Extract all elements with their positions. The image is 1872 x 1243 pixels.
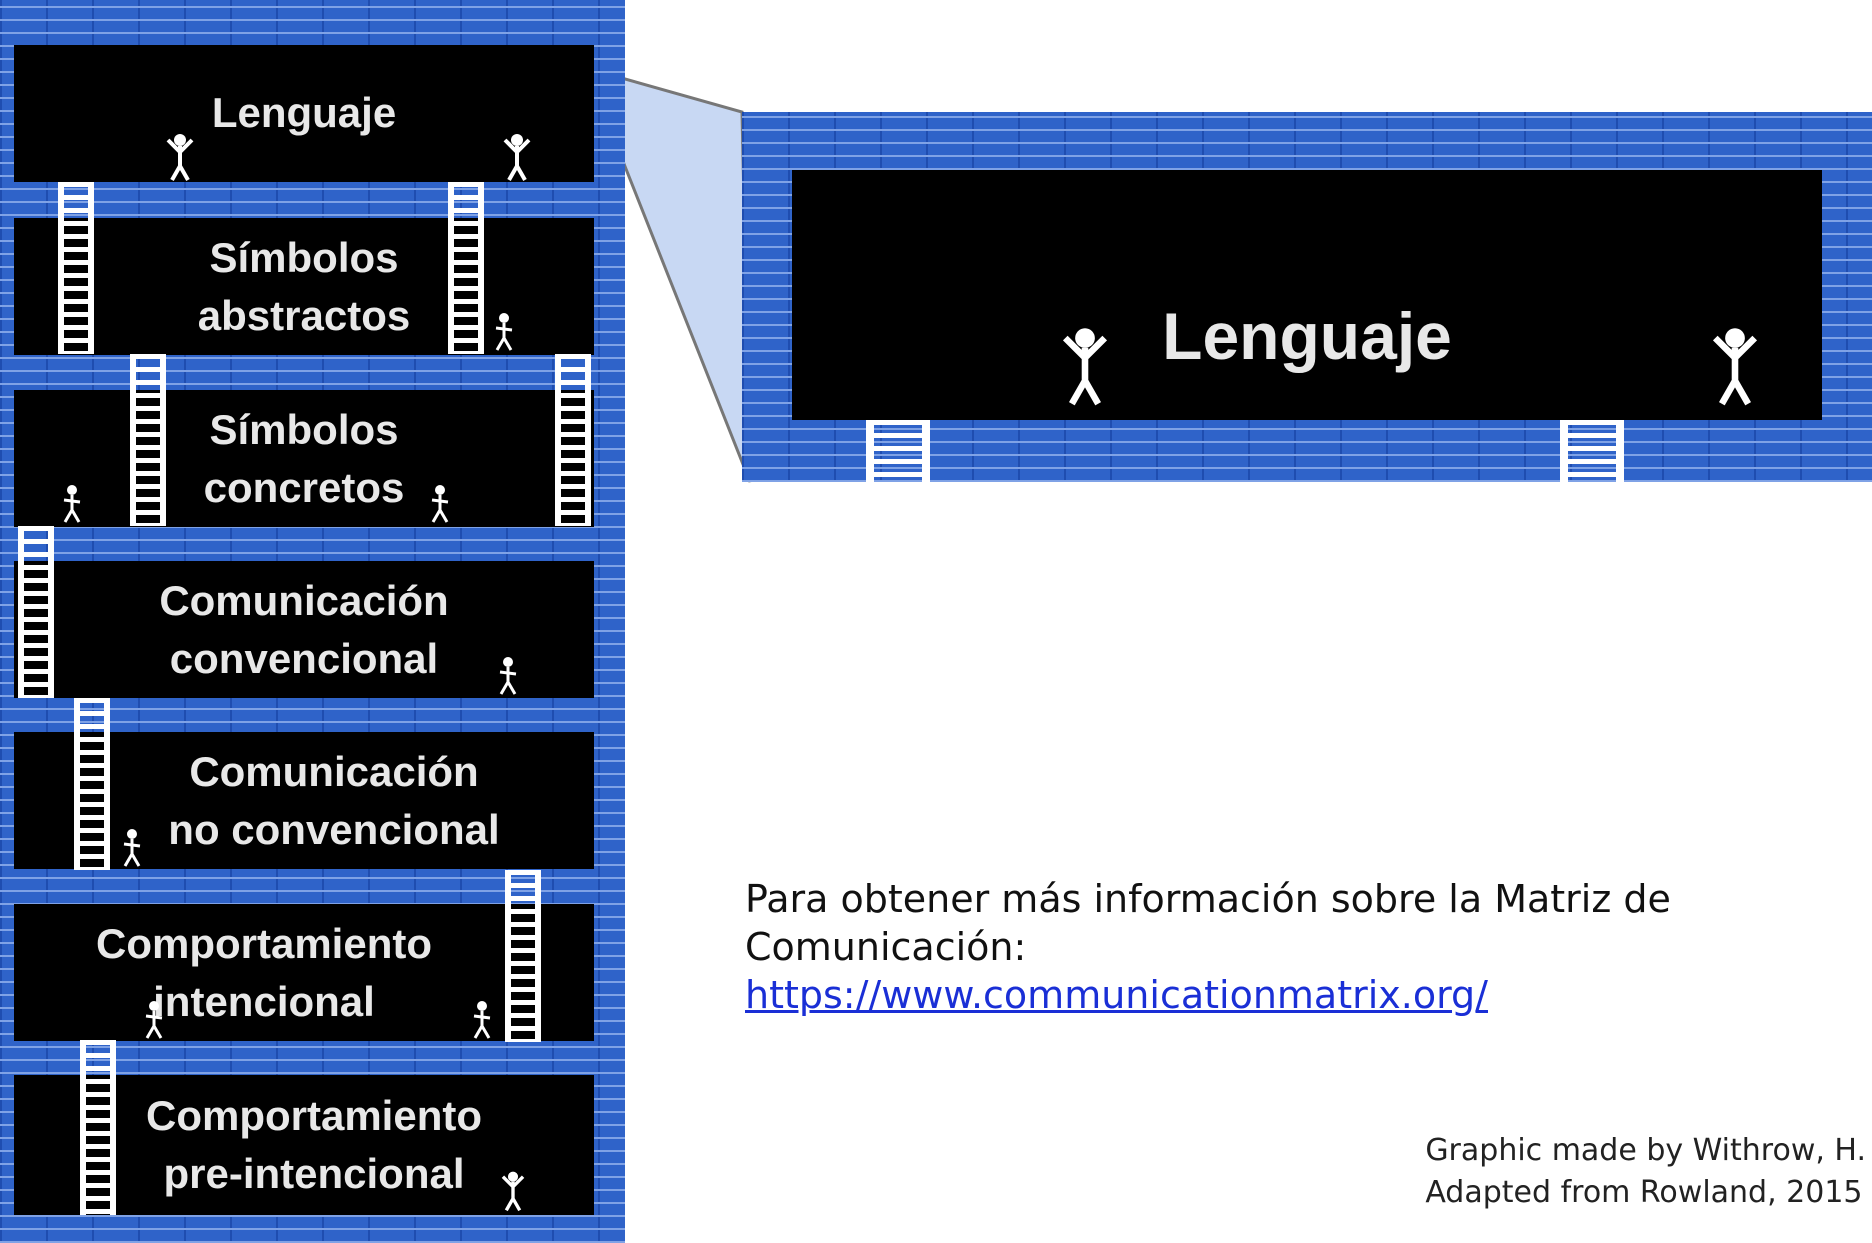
info-block: Para obtener más información sobre la Ma… bbox=[745, 875, 1845, 1019]
walking-figure-icon bbox=[496, 656, 520, 696]
ladder bbox=[555, 354, 591, 526]
stick-figure-icon bbox=[1062, 320, 1108, 412]
level-label: Símbolos abstractos bbox=[197, 233, 411, 339]
walking-figure-icon bbox=[492, 312, 516, 352]
level-comunicacion-convencional: Comunicación convencional bbox=[14, 561, 594, 698]
ladder bbox=[80, 1040, 116, 1215]
stick-figure-icon bbox=[1712, 320, 1758, 412]
ladder bbox=[130, 354, 166, 526]
ladder bbox=[505, 870, 541, 1042]
level-comunicacion-no-convencional: Comunicación no convencional bbox=[14, 732, 594, 869]
level-comportamiento-intencional: Comportamiento intencional bbox=[14, 904, 594, 1041]
ladder bbox=[18, 526, 54, 698]
level-label: Símbolos concretos bbox=[203, 405, 405, 511]
level-label: Comunicación no convencional bbox=[168, 747, 500, 853]
level-label: Comportamiento pre-intencional bbox=[146, 1092, 482, 1197]
zoom-room: Lenguaje bbox=[792, 170, 1822, 420]
walking-figure-icon bbox=[120, 828, 144, 868]
walking-figure-icon bbox=[470, 1000, 494, 1040]
level-label: Comunicación convencional bbox=[159, 576, 449, 682]
level-tower: Lenguaje Símbolos abstractos Símbolos co… bbox=[0, 0, 625, 1243]
stick-figure-icon bbox=[503, 132, 531, 182]
walking-figure-icon bbox=[142, 1000, 166, 1040]
zoom-label: Lenguaje bbox=[1162, 299, 1452, 373]
credit-line-2: Adapted from Rowland, 2015 bbox=[1425, 1175, 1863, 1210]
level-simbolos-concretos: Símbolos concretos bbox=[14, 390, 594, 527]
credit-line-1: Graphic made by Withrow, H. bbox=[1425, 1133, 1866, 1168]
walking-figure-icon bbox=[428, 484, 452, 524]
ladder bbox=[448, 182, 484, 354]
stick-figure-icon bbox=[166, 132, 194, 182]
level-label: Lenguaje bbox=[211, 89, 397, 136]
ladder bbox=[74, 698, 110, 870]
ladder bbox=[58, 182, 94, 354]
communication-matrix-link[interactable]: https://www.communicationmatrix.org/ bbox=[745, 973, 1488, 1017]
walking-figure-icon bbox=[60, 484, 84, 524]
level-lenguaje: Lenguaje bbox=[14, 45, 594, 182]
zoom-panel: Lenguaje bbox=[742, 112, 1872, 482]
stick-figure-icon bbox=[500, 1170, 526, 1212]
level-label: Comportamiento intencional bbox=[96, 919, 432, 1025]
ladder bbox=[866, 420, 930, 482]
level-simbolos-abstractos: Símbolos abstractos bbox=[14, 218, 594, 355]
ladder bbox=[1560, 420, 1624, 482]
credit: Graphic made by Withrow, H. Adapted from… bbox=[1425, 1130, 1866, 1214]
info-text: Para obtener más información sobre la Ma… bbox=[745, 877, 1671, 969]
